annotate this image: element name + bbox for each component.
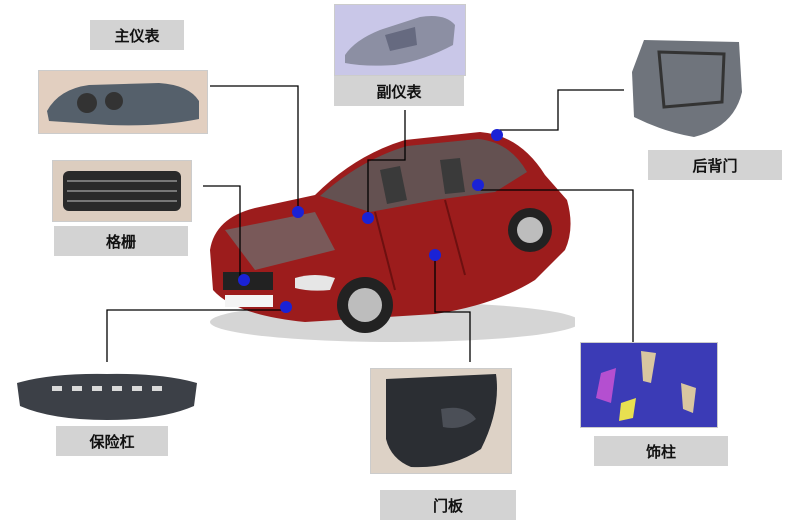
sub-dashboard-thumbnail (334, 4, 466, 76)
label-tailgate: 后背门 (648, 150, 782, 180)
car-illustration (195, 100, 575, 350)
door-panel-thumbnail (370, 368, 512, 474)
label-bumper: 保险杠 (56, 426, 168, 456)
pillar-trim-thumbnail (580, 342, 718, 428)
label-main-dashboard: 主仪表 (90, 20, 184, 50)
label-sub-dashboard: 副仪表 (334, 76, 464, 106)
grille-thumbnail (52, 160, 192, 222)
label-door-panel: 门板 (380, 490, 516, 520)
bumper-thumbnail (12, 368, 202, 424)
label-pillar-trim: 饰柱 (594, 436, 728, 466)
tailgate-thumbnail (624, 32, 750, 142)
label-grille: 格栅 (54, 226, 188, 256)
main-dashboard-thumbnail (38, 70, 208, 134)
